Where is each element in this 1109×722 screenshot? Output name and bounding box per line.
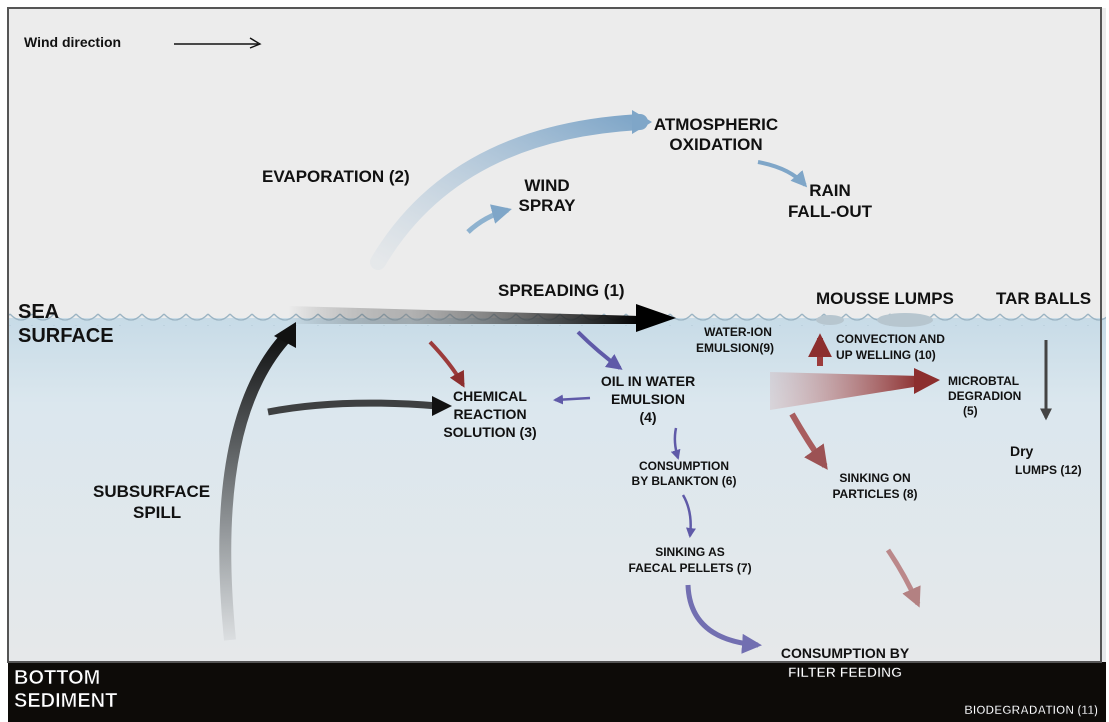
sea-label: SEA [18,301,59,323]
evaporation-label: EVAPORATION (2) [262,167,410,186]
tar-balls-label: TAR BALLS [996,289,1091,308]
spray-label: SPRAY [518,196,576,215]
emulsion-label: EMULSION [611,391,685,407]
degradation-label: DEGRADION [948,389,1021,403]
plankton-label: BY BLANKTON (6) [632,474,737,488]
sediment-label: SEDIMENT [14,690,117,712]
filter-feeding-label: FILTER FEEDING [788,664,902,680]
water-ion-label: WATER-ION [704,325,772,339]
emulsion9-label: EMULSION(9) [696,341,774,355]
mousse-lumps-label: MOUSSE LUMPS [816,289,954,308]
faecal-pellets-label: FAECAL PELLETS (7) [628,561,751,575]
wind-direction-label: Wind direction [24,34,121,50]
microbial-label: MICROBTAL [948,374,1019,388]
spill-label: SPILL [133,503,181,522]
biodegradation-label: BIODEGRADATION (11) [964,703,1098,717]
reaction-label: REACTION [453,406,526,422]
sinking-on-label: SINKING ON [839,471,910,485]
sediment-region [8,662,1106,722]
particles-label: PARTICLES (8) [832,487,917,501]
sinking-as-label: SINKING AS [655,545,725,559]
oxidation-label: OXIDATION [669,135,762,154]
chemical-label: CHEMICAL [453,388,527,404]
spreading-label: SPREADING (1) [498,281,625,300]
consumption-label: CONSUMPTION [639,459,729,473]
solution-label: SOLUTION (3) [443,424,536,440]
surface-label: SURFACE [18,325,114,347]
emulsion4-label: (4) [639,409,656,425]
dry-label: Dry [1010,443,1034,459]
subsurface-label: SUBSURFACE [93,482,210,501]
lumps-label: LUMPS (12) [1015,463,1082,477]
fallout-label: FALL-OUT [788,202,873,221]
wind-label: WIND [524,176,569,195]
degradation-number-label: (5) [963,404,978,418]
oil-in-water-label: OIL IN WATER [601,373,695,389]
consumption-by-label: CONSUMPTION BY [781,645,910,661]
atmospheric-label: ATMOSPHERIC [654,115,778,134]
mousse-lump-shape [816,315,844,325]
convection-label: CONVECTION AND [836,332,945,346]
sky-region [8,8,1106,320]
bottom-label: BOTTOM [14,667,100,689]
mousse-lump-shape [877,313,933,327]
upwelling-label: UP WELLING (10) [836,348,936,362]
rain-label: RAIN [809,181,851,200]
